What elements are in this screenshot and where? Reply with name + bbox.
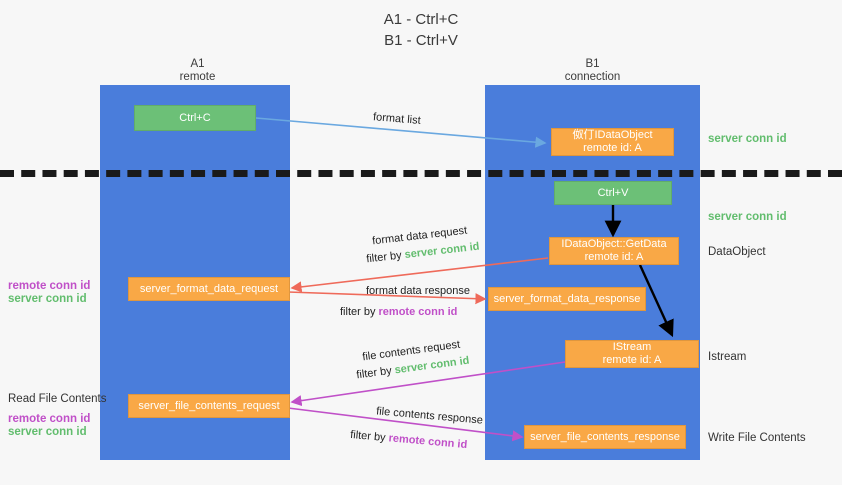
filter-key-remote-conn-id: remote conn id	[378, 306, 458, 318]
box-server-file-contents-request[interactable]: server_file_contents_request	[128, 394, 290, 418]
lane-header-a1: A1 remote	[140, 58, 255, 84]
arrow-file-contents-request	[290, 361, 566, 407]
title-line-2: B1 - Ctrl+V	[384, 32, 458, 49]
box-istream-line1: IStream	[612, 341, 652, 353]
box-server-format-data-request-label: server_format_data_request	[139, 282, 279, 295]
box-ctrl-v-label: Ctrl+V	[597, 186, 629, 199]
title-line-1: A1 - Ctrl+C	[383, 11, 459, 28]
box-ctrl-c[interactable]: Ctrl+C	[134, 105, 256, 131]
left-label-server-conn-id-1: server conn id	[8, 293, 87, 305]
lane-header-a1-name: A1	[190, 58, 205, 70]
box-server-format-data-response-label: server_format_data_response	[493, 292, 641, 305]
arrow-format-data-response	[287, 291, 487, 305]
box-ctrl-c-label: Ctrl+C	[179, 111, 211, 124]
edge-label-format-data-response-filter: filter by remote conn id	[340, 305, 457, 319]
arrow-file-contents-response	[287, 407, 524, 442]
right-label-server-conn-id-1: server conn id	[708, 133, 787, 145]
box-getdata[interactable]: IDataObject::GetData remote id: A	[549, 237, 679, 265]
right-label-istream: Istream	[708, 351, 747, 363]
box-idataobject-top-line1: 伮仃IDataObject	[572, 129, 653, 141]
arrow-format-data-request	[290, 257, 549, 293]
box-server-file-contents-response[interactable]: server_file_contents_response	[524, 425, 686, 449]
box-getdata-line2: remote id: A	[584, 251, 644, 263]
lane-header-b1: B1 connection	[535, 58, 650, 84]
box-ctrl-v[interactable]: Ctrl+V	[554, 181, 672, 205]
filter-prefix: filter by	[365, 249, 403, 266]
box-server-file-contents-response-label: server_file_contents_response	[530, 430, 680, 443]
box-istream-line2: remote id: A	[602, 354, 662, 366]
filter-prefix: filter by	[349, 428, 387, 444]
lane-header-b1-sub: connection	[564, 71, 621, 83]
phase-divider	[0, 170, 842, 177]
left-label-read-file-contents: Read File Contents	[8, 393, 107, 405]
right-label-server-conn-id-2: server conn id	[708, 211, 787, 223]
page-title: A1 - Ctrl+C B1 - Ctrl+V	[0, 9, 842, 51]
left-label-server-conn-id-2: server conn id	[8, 426, 87, 438]
arrow-getdata-istream	[638, 264, 674, 338]
left-label-remote-conn-id-2: remote conn id	[8, 413, 91, 425]
box-server-format-data-request[interactable]: server_format_data_request	[128, 277, 290, 301]
arrow-format-list	[255, 117, 547, 148]
box-idataobject-top-line2: remote id: A	[583, 142, 642, 154]
edge-label-format-data-response: format data response	[366, 285, 470, 297]
right-label-dataobject: DataObject	[708, 246, 766, 258]
lane-header-b1-name: B1	[585, 58, 600, 70]
lane-header-a1-sub: remote	[179, 71, 216, 83]
right-label-write-file-contents: Write File Contents	[708, 432, 806, 444]
left-label-remote-conn-id-1: remote conn id	[8, 280, 91, 292]
box-istream[interactable]: IStream remote id: A	[565, 340, 699, 368]
filter-prefix: filter by	[340, 306, 376, 318]
box-server-format-data-response[interactable]: server_format_data_response	[488, 287, 646, 311]
box-idataobject-top[interactable]: 伮仃IDataObject remote id: A	[551, 128, 674, 156]
box-getdata-line1: IDataObject::GetData	[561, 238, 667, 250]
box-server-file-contents-request-label: server_file_contents_request	[138, 399, 280, 412]
